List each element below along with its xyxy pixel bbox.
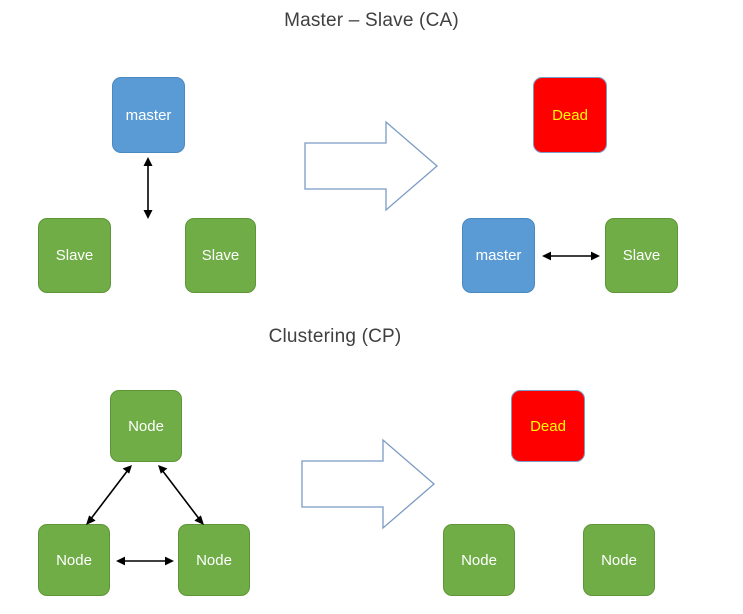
node-label: Node xyxy=(56,551,92,569)
node-master[interactable]: master xyxy=(112,77,185,153)
node-cluster-top[interactable]: Node xyxy=(110,390,182,462)
node-label: Node xyxy=(461,551,497,569)
node-label: Slave xyxy=(622,247,661,264)
section-title-master-slave: Master – Slave (CA) xyxy=(284,10,459,31)
node-cluster-left-after[interactable]: Node xyxy=(443,524,515,596)
node-label: Node xyxy=(601,551,637,569)
node-label: Dead xyxy=(530,417,566,435)
node-label: master xyxy=(125,106,172,124)
node-label: Node xyxy=(128,417,164,435)
node-label: master xyxy=(475,247,522,264)
node-label: Slave xyxy=(201,247,240,264)
node-cluster-right-after[interactable]: Node xyxy=(583,524,655,596)
connector-cluster-top-right xyxy=(158,465,204,525)
node-label: Slave xyxy=(55,247,94,264)
connector-cluster-left-right xyxy=(116,556,174,566)
node-label: Node xyxy=(196,551,232,569)
connector-master-slave-horizontal xyxy=(542,251,600,261)
section-title-clustering: Clustering (CP) xyxy=(268,326,402,347)
node-dead-master[interactable]: Dead xyxy=(533,77,607,153)
node-slave-2[interactable]: Slave xyxy=(185,218,256,293)
node-cluster-dead[interactable]: Dead xyxy=(511,390,585,462)
node-label: Dead xyxy=(552,106,588,124)
connector-master-slave-vertical xyxy=(143,157,153,219)
block-arrow-right-icon xyxy=(304,120,438,212)
node-promoted-master[interactable]: master xyxy=(462,218,535,293)
node-cluster-right[interactable]: Node xyxy=(178,524,250,596)
node-slave-1[interactable]: Slave xyxy=(38,218,111,293)
connector-cluster-top-left xyxy=(86,465,132,525)
node-cluster-left[interactable]: Node xyxy=(38,524,110,596)
block-arrow-right-icon xyxy=(301,438,435,530)
node-slave-3[interactable]: Slave xyxy=(605,218,678,293)
